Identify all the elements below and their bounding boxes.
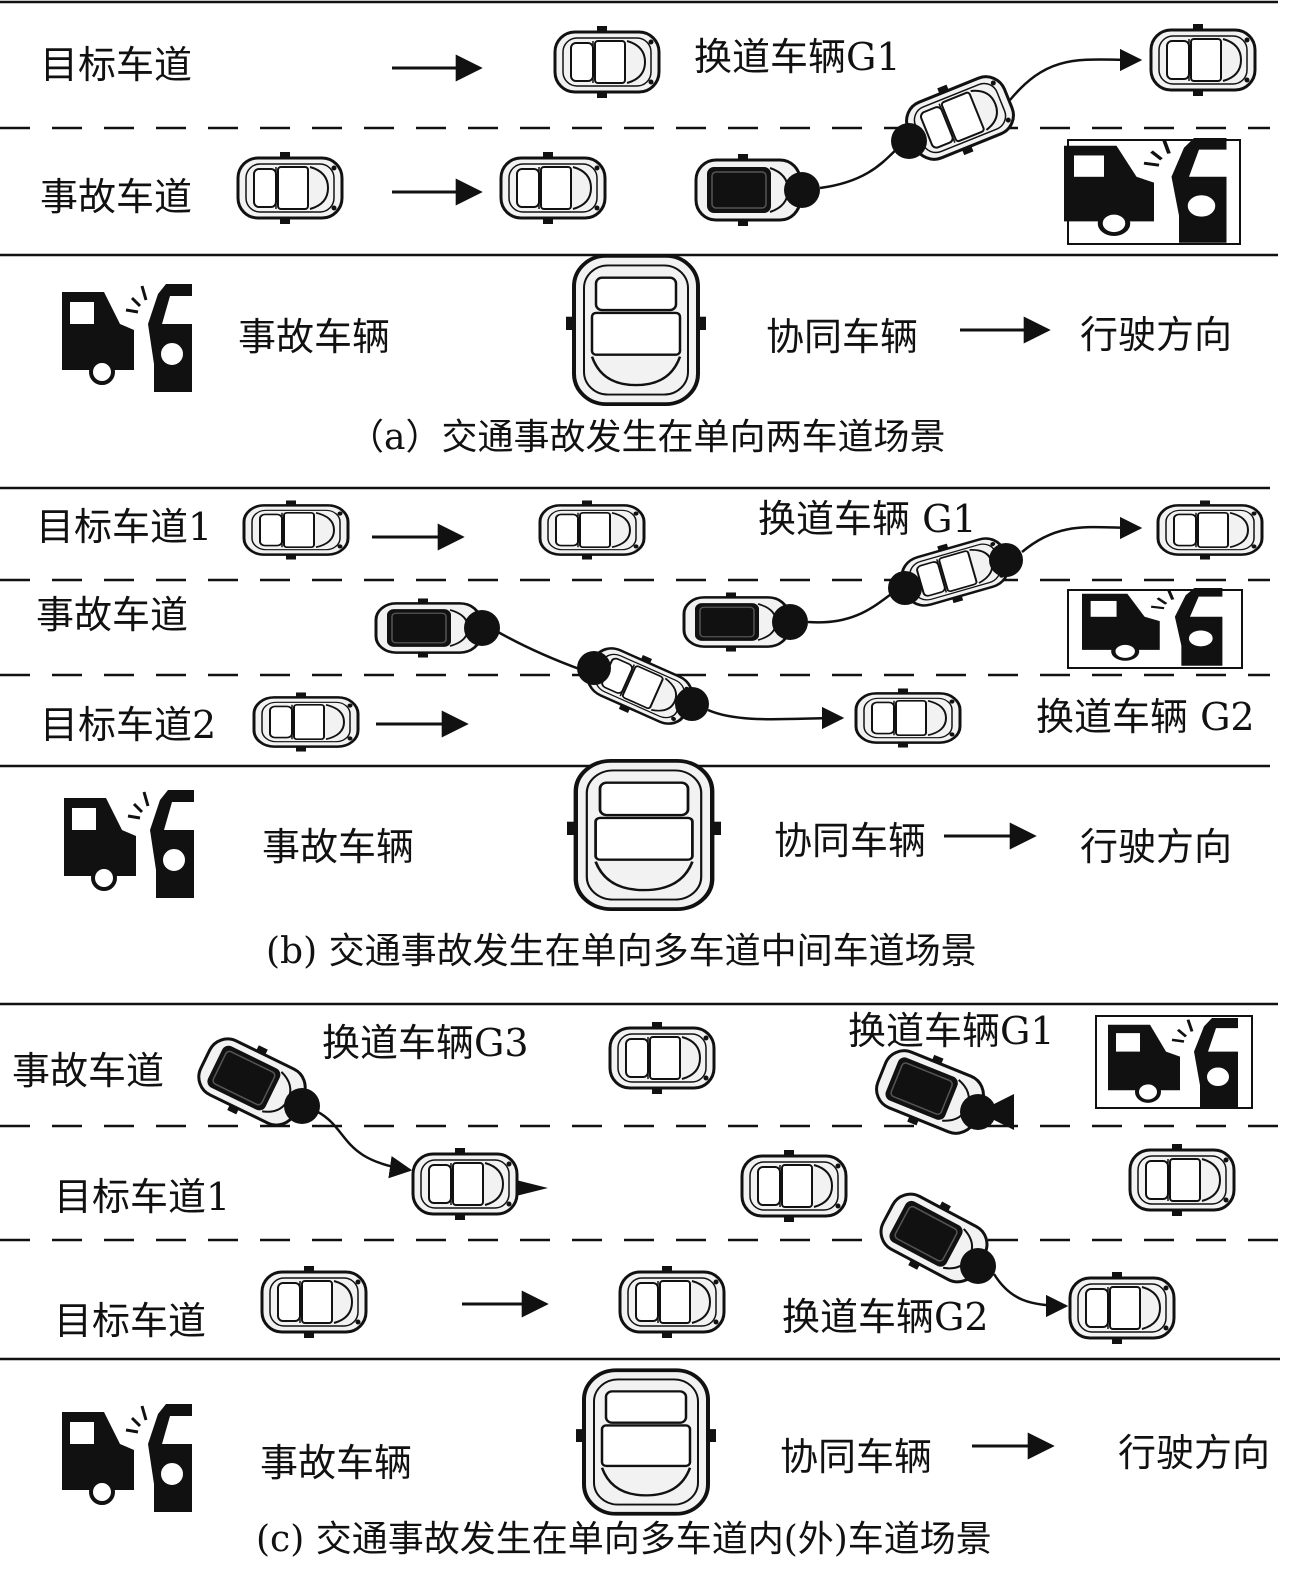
legend-driving-direction: 行驶方向 [1118, 1431, 1271, 1475]
lane-label-accident: 事故车道 [12, 1049, 165, 1093]
cooperative-car-icon [538, 498, 646, 562]
legend-accident-vehicle: 事故车辆 [262, 825, 415, 869]
panel-c [0, 1015, 1280, 1516]
car-collision-icon [60, 282, 194, 394]
vehicle-label-g1: 换道车辆G1 [848, 1009, 1055, 1053]
lane-label-target-2: 目标车道2 [40, 703, 217, 747]
car-collision-icon [60, 1402, 194, 1514]
cooperative-car-icon [252, 690, 360, 754]
vehicle-marker [772, 604, 808, 640]
cooperative-car-icon [740, 1148, 848, 1224]
panel-b [0, 498, 1278, 1006]
vehicle-marker [284, 1088, 320, 1124]
vehicle-marker [577, 651, 611, 685]
cooperative-car-icon [260, 1264, 368, 1340]
direction-arrow-icon [516, 1180, 548, 1196]
lane-label-target-1: 目标车道1 [54, 1175, 231, 1219]
cooperative-car-legend-icon [574, 1368, 718, 1516]
cooperative-car-icon [618, 1264, 726, 1340]
trajectory-g1 [807, 586, 901, 624]
car-collision-icon [1064, 138, 1227, 243]
trajectory-g1-to-target [1009, 48, 1143, 101]
car-collision-icon [62, 788, 196, 900]
legend-cooperative-vehicle: 协同车辆 [766, 315, 919, 359]
vehicle-marker [784, 172, 820, 208]
legend-cooperative-vehicle: 协同车辆 [774, 819, 927, 863]
vehicle-label-g1: 换道车辆G1 [694, 35, 901, 79]
car-collision-icon [1082, 588, 1222, 666]
vehicle-marker [989, 543, 1023, 577]
cooperative-car-icon [1128, 1142, 1236, 1218]
vehicle-label-g1: 换道车辆 G1 [758, 497, 977, 541]
legend-accident-vehicle: 事故车辆 [238, 315, 391, 359]
trajectory-g3 [317, 1110, 413, 1179]
lane-label-accident: 事故车道 [40, 175, 193, 219]
accident-icon-frame [1095, 1015, 1253, 1109]
cooperative-car-icon [1156, 498, 1264, 562]
caption-b: (b) 交通事故发生在单向多车道中间车道场景 [266, 931, 977, 972]
vehicle-marker [960, 1094, 996, 1130]
vehicle-label-g3: 换道车辆G3 [322, 1021, 529, 1065]
cooperative-car-icon [411, 1146, 519, 1222]
cooperative-car-icon [499, 150, 607, 226]
cooperative-car-legend-icon [567, 761, 721, 909]
cooperative-car-icon [854, 686, 962, 750]
lane-label-target-1: 目标车道1 [36, 505, 213, 549]
vehicle-marker [464, 610, 500, 646]
trajectory-g2 [497, 630, 583, 672]
cooperative-car-icon [553, 24, 661, 100]
cooperative-car-legend-icon [564, 253, 708, 407]
legend-accident-vehicle: 事故车辆 [260, 1441, 413, 1485]
cooperative-car-icon [1068, 1270, 1176, 1346]
trajectory-g2 [992, 1273, 1069, 1318]
legend-driving-direction: 行驶方向 [1080, 825, 1233, 869]
accident-icon-frame [1067, 589, 1243, 669]
cooperative-car-icon [608, 1020, 716, 1096]
caption-c: (c) 交通事故发生在单向多车道内(外)车道场景 [256, 1519, 992, 1560]
car-collision-icon [1106, 1016, 1240, 1111]
vehicle-label-g2: 换道车辆G2 [782, 1295, 989, 1339]
cooperative-car-icon [236, 150, 344, 226]
lane-label-target: 目标车道 [40, 43, 193, 87]
camera-marker [990, 1094, 1014, 1130]
panel-a [0, 0, 1278, 490]
cooperative-car-icon [242, 498, 350, 562]
legend-driving-direction: 行驶方向 [1080, 313, 1233, 357]
lane-label-accident: 事故车道 [36, 593, 189, 637]
trajectory-g2-to-target [707, 706, 845, 730]
legend-cooperative-vehicle: 协同车辆 [780, 1435, 933, 1479]
vehicle-marker [888, 571, 922, 605]
lane-label-target: 目标车道 [54, 1299, 207, 1343]
vehicle-marker [675, 687, 709, 721]
vehicle-marker [891, 123, 927, 159]
caption-a: （a）交通事故发生在单向两车道场景 [348, 417, 946, 458]
trajectory-g1-to-target [1021, 516, 1143, 553]
vehicle-label-g2: 换道车辆 G2 [1036, 695, 1255, 739]
vehicle-marker [960, 1248, 996, 1284]
cooperative-car-icon [1149, 22, 1257, 98]
